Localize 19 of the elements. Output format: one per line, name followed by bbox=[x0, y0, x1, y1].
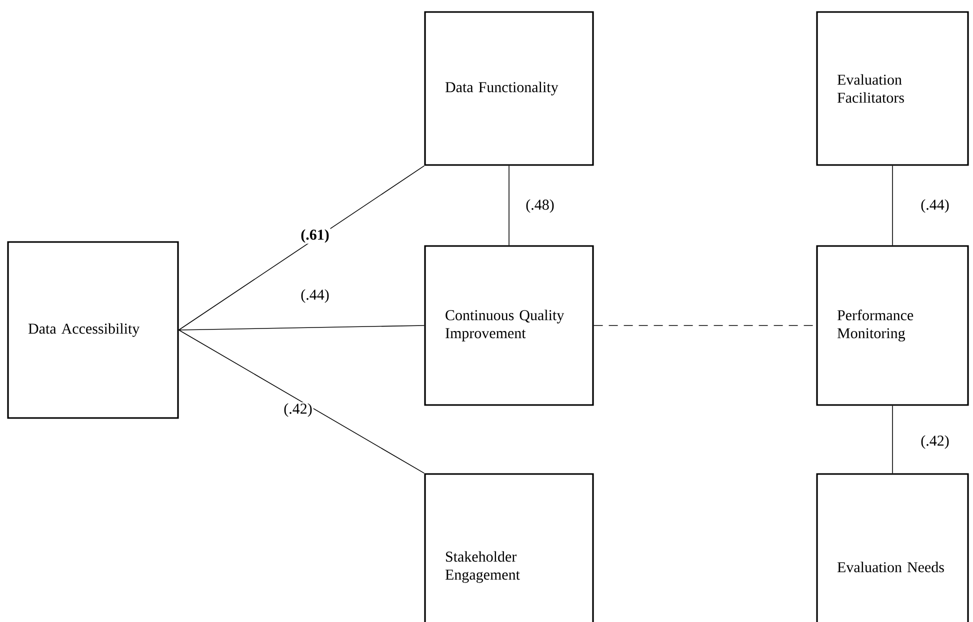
concept-box: Evaluation Facilitators bbox=[816, 11, 969, 166]
concept-box: Evaluation Needs bbox=[816, 473, 969, 622]
connector-line bbox=[892, 165, 893, 246]
connector-line bbox=[508, 165, 510, 246]
connector-line bbox=[178, 165, 425, 330]
concept-box: Data Functionality bbox=[424, 11, 594, 166]
connector-line bbox=[178, 325, 425, 330]
edge-label: (.42) bbox=[282, 402, 314, 418]
edge-label: (.48) bbox=[524, 198, 556, 214]
concept-box: Continuous Quality Improvement bbox=[424, 245, 594, 406]
concept-box: Performance Monitoring bbox=[816, 245, 969, 406]
edge-label: (.44) bbox=[920, 198, 950, 214]
edge-label: (.42) bbox=[920, 434, 950, 450]
edge-label: (.61) bbox=[300, 228, 330, 244]
concept-box: Data Accessibility bbox=[7, 241, 179, 419]
concept-box: Stakeholder Engagement bbox=[424, 473, 594, 622]
connector-line bbox=[178, 330, 425, 474]
edge-label: (.44) bbox=[300, 288, 330, 304]
connector-line bbox=[892, 405, 893, 474]
